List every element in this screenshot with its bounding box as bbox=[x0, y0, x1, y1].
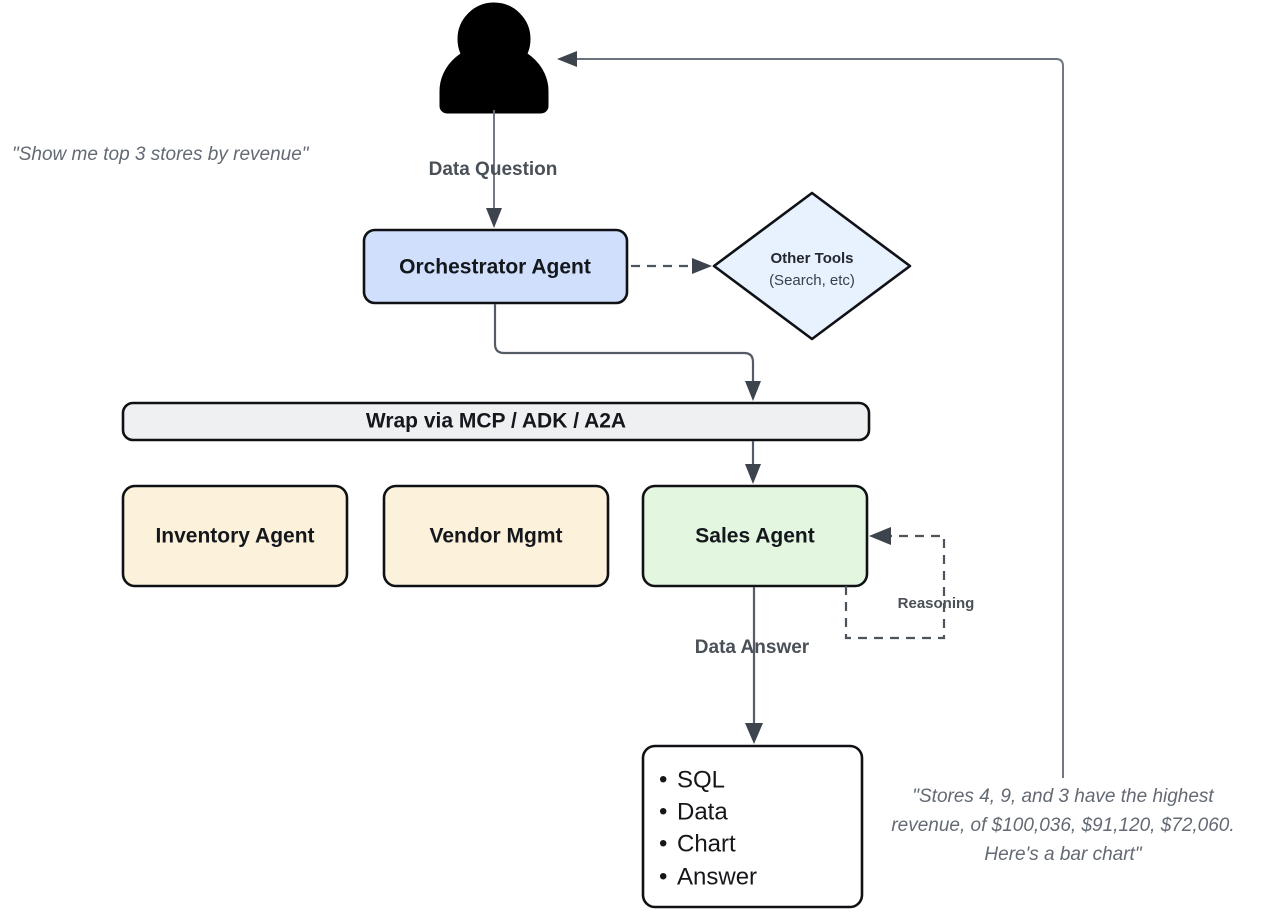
other-tools-label: Other Tools bbox=[770, 250, 853, 267]
node-vendor-mgmt[interactable]: Vendor Mgmt bbox=[382, 484, 610, 588]
edge-orchestrator-to-mcp bbox=[493, 304, 761, 401]
other-tools-sublabel: (Search, etc) bbox=[769, 272, 855, 289]
output-bullet-3: • bbox=[659, 863, 667, 890]
vendor-mgmt-label: Vendor Mgmt bbox=[429, 525, 562, 548]
output-item-sql: SQL bbox=[677, 766, 725, 793]
user-question-quote: "Show me top 3 stores by revenue" bbox=[12, 144, 310, 165]
output-item-chart: Chart bbox=[677, 830, 736, 857]
edge-orchestrator-to-other-tools bbox=[631, 258, 712, 274]
inventory-agent-label: Inventory Agent bbox=[155, 525, 314, 548]
edge-label-data-question: Data Question bbox=[429, 159, 558, 180]
edge-label-data-answer: Data Answer bbox=[695, 637, 810, 658]
edge-data-question: Data Question bbox=[429, 110, 558, 228]
output-item-data: Data bbox=[677, 798, 728, 825]
answer-quote: "Stores 4, 9, and 3 have the highest rev… bbox=[891, 786, 1234, 865]
edge-mcp-to-sales-agent bbox=[745, 441, 761, 484]
mcp-wrap-label: Wrap via MCP / ADK / A2A bbox=[366, 410, 626, 433]
output-item-answer: Answer bbox=[677, 863, 757, 890]
node-sales-agent[interactable]: Sales Agent bbox=[641, 484, 869, 588]
node-orchestrator-agent[interactable]: Orchestrator Agent bbox=[362, 228, 629, 305]
output-bullet-1: • bbox=[659, 798, 667, 825]
edge-reasoning-loop: Reasoning bbox=[844, 527, 975, 640]
sales-agent-label: Sales Agent bbox=[695, 525, 814, 548]
node-other-tools[interactable]: Other Tools (Search, etc) bbox=[712, 191, 912, 341]
node-inventory-agent[interactable]: Inventory Agent bbox=[121, 484, 349, 588]
answer-quote-line-3: Here's a bar chart" bbox=[984, 844, 1142, 865]
edge-label-reasoning: Reasoning bbox=[898, 595, 975, 612]
node-output-box[interactable]: • SQL • Data • Chart • Answer bbox=[641, 744, 864, 909]
output-list: • SQL • Data • Chart • Answer bbox=[659, 766, 757, 890]
answer-quote-line-2: revenue, of $100,036, $91,120, $72,060. bbox=[891, 815, 1234, 836]
user-person-icon bbox=[439, 2, 549, 114]
output-bullet-2: • bbox=[659, 830, 667, 857]
node-mcp-wrap-bar[interactable]: Wrap via MCP / ADK / A2A bbox=[121, 401, 871, 442]
edge-sales-to-output: Data Answer bbox=[695, 587, 810, 744]
edge-answer-return-to-user bbox=[557, 51, 1064, 778]
answer-quote-line-1: "Stores 4, 9, and 3 have the highest bbox=[912, 786, 1214, 807]
orchestrator-agent-label: Orchestrator Agent bbox=[399, 256, 591, 279]
output-bullet-0: • bbox=[659, 766, 667, 793]
